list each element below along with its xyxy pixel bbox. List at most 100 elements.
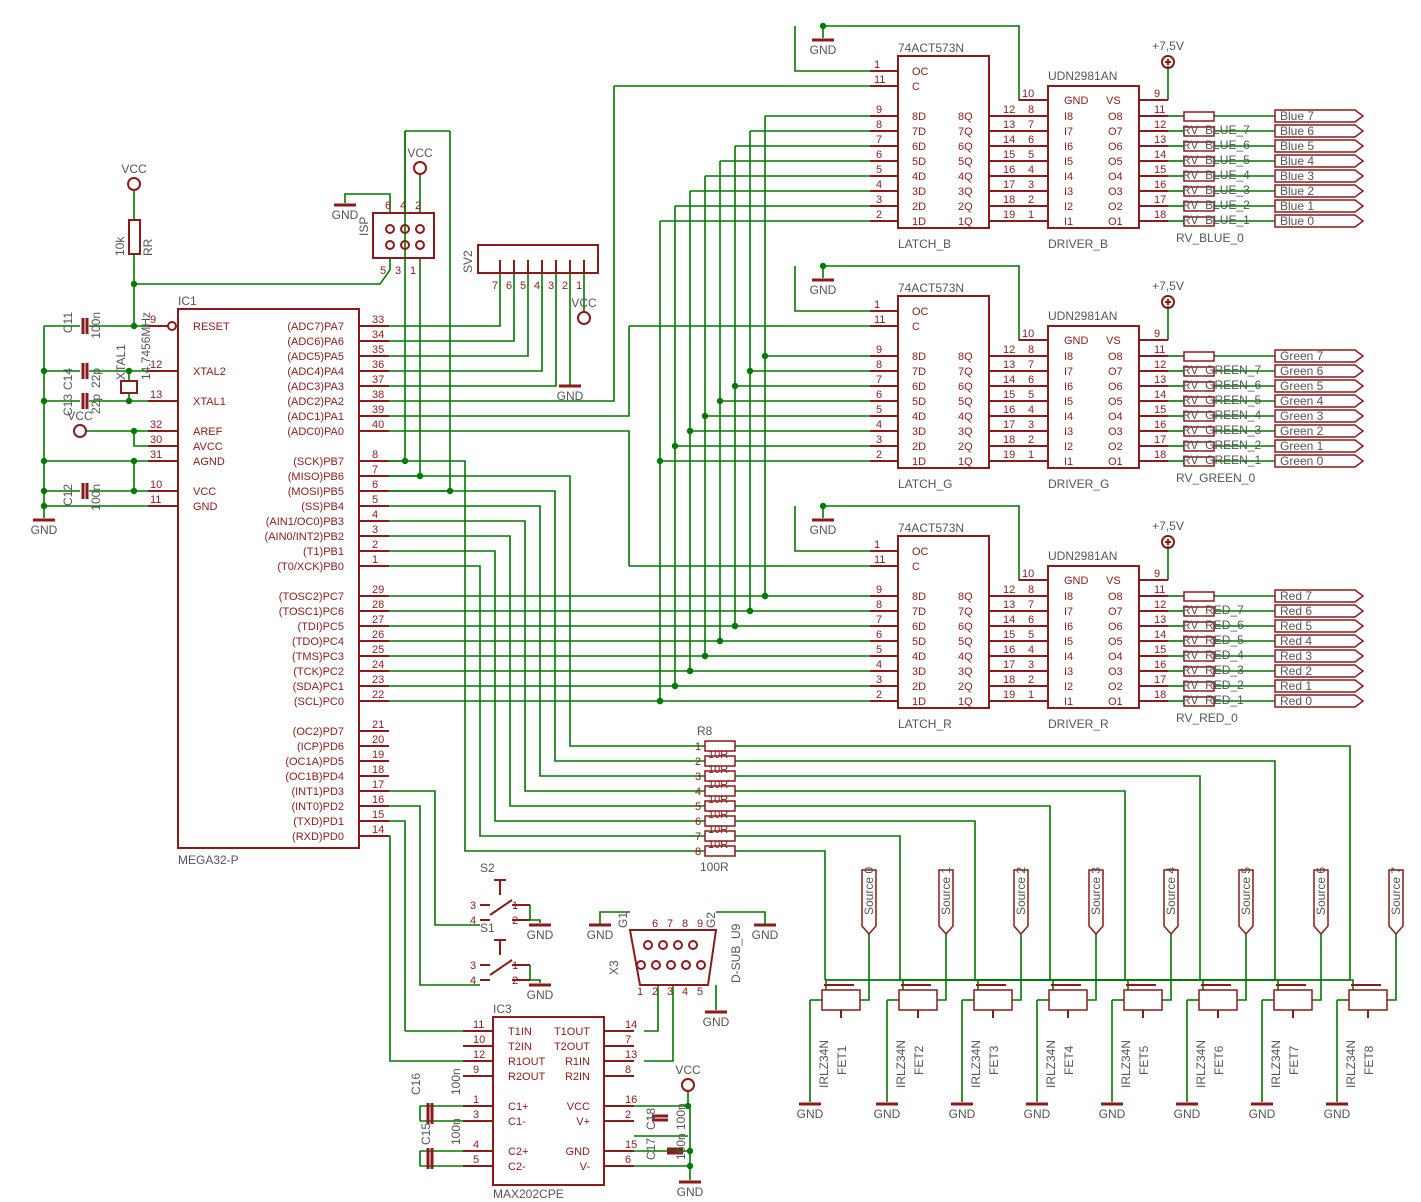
latch-pin-name: 6Q [958,141,973,153]
vcc-label: VCC [675,1063,701,1077]
latch-pin-name: 1D [912,696,926,708]
gnd-label: GND [1174,1107,1201,1121]
wire [389,273,529,357]
gnd-label: GND [527,988,554,1002]
latch-pin-name: 8Q [958,111,973,123]
switch-pin: 4 [470,975,476,987]
latch-pin-name: 6D [912,621,926,633]
mcu-pin-number: 1 [372,554,378,566]
r8-inner-label: 10R [708,839,728,851]
max-pin-num: 3 [473,1109,479,1121]
latch-pin-name: 8D [912,351,926,363]
wire [389,273,557,387]
dsub-pin-num: 4 [682,986,688,998]
max-pin-num: 11 [473,1019,484,1031]
latch-pin-name: 2Q [958,201,973,213]
latch-pin-num: 7 [876,614,882,626]
max-pin-name: GND [566,1146,591,1158]
latch-pin-num: 14 [1003,374,1015,386]
driver-pin-num: 9 [1154,88,1160,100]
driver-pin-name: O8 [1108,351,1123,363]
latch-pin-name: 1Q [958,696,973,708]
max-value: MAX202CPE [493,1187,564,1201]
fet-body [973,989,1013,1011]
mcu-pin-number: 3 [372,524,378,536]
driver-pin-name: O8 [1108,591,1123,603]
wire [389,326,630,417]
driver-pin-name: O1 [1108,696,1123,708]
gnd-label: GND [752,928,779,942]
c12-ref: C12 [61,484,75,506]
latch-pin-name: C [912,561,920,573]
c18-value: 100n [674,1103,688,1130]
driver-pin-num: 15 [1154,404,1166,416]
output-label: Red 2 [1280,664,1312,678]
vcc-label: VCC [121,162,147,176]
driver-pin-num: 6 [1028,134,1034,146]
latch-pin-num: 12 [1003,584,1015,596]
latch-pin-name: 4D [912,651,926,663]
driver-pin-name: VS [1106,335,1121,347]
output-label: Green 4 [1280,394,1324,408]
latch-pin-num: 14 [1003,614,1015,626]
mcu-pin-name: AVCC [193,441,223,453]
rv-resistor [1183,696,1215,707]
driver-pin-name: O7 [1108,126,1123,138]
wire [735,745,1351,980]
latch-pin-name: C [912,81,920,93]
driver-pin-name: O1 [1108,456,1123,468]
dsub-pin [666,960,676,970]
fet-body [1123,989,1163,1011]
gnd-label: GND [1024,1107,1051,1121]
latch-pin-name: 2D [912,201,926,213]
max-pin-name: V- [580,1161,591,1173]
latch-pin-num: 19 [1003,209,1015,221]
driver-pin-num: 7 [1028,119,1034,131]
driver-pin-num: 16 [1154,659,1166,671]
latch-pin-num: 6 [876,149,882,161]
driver-pin-num: 1 [1028,209,1034,221]
gnd-label: GND [874,1107,901,1121]
mcu-pin-name: (ADC3)PA3 [287,381,344,393]
wire [794,26,870,72]
driver-pin-num: 17 [1154,674,1166,686]
max-pin-name: VCC [567,1101,590,1113]
gnd-label: GND [1249,1107,1276,1121]
latch-pin-name: 3Q [958,666,973,678]
latch-pin-num: 18 [1003,194,1015,206]
driver-pin-name: I2 [1064,201,1073,213]
latch-pin-name: 7Q [958,366,973,378]
dsub-pin [643,940,653,950]
driver-pin-num: 11 [1154,104,1165,116]
driver-pin-name: O2 [1108,681,1123,693]
latch-pin-name: 4Q [958,411,973,423]
max-pin-num: 1 [473,1094,479,1106]
mcu-pin-number: 38 [372,389,384,401]
wire [389,535,705,807]
fet-model: IRLZ34N [1194,1040,1208,1088]
rv-array-name: RV_BLUE_0 [1176,231,1244,245]
xtal-ref: XTAL1 [114,344,128,380]
output-port [1274,124,1365,138]
latch-pin-num: 17 [1003,659,1015,671]
pullup-resistor [128,219,141,255]
wire [389,475,705,747]
rv-resistor [1183,126,1215,137]
mcu-pin-name: (TXD)PD1 [293,816,344,828]
driver-chip: UDN2981AN [1048,309,1117,323]
wire [823,505,1042,581]
latch-pin-name: 8Q [958,351,973,363]
mcu-pin-number: 39 [372,404,384,416]
mcu-pin-name: XTAL1 [193,396,226,408]
latch-pin-name: 8Q [958,591,973,603]
switch-pin: 1 [512,900,518,912]
driver-pin-num: 4 [1028,164,1034,176]
latch-pin-num: 11 [874,554,885,566]
dsub-pin [636,960,646,970]
mcu-pin-name: (INT1)PD3 [291,786,344,798]
rv-resistor [1183,426,1215,437]
driver-pin-num: 9 [1154,328,1160,340]
vcc-terminal [577,311,591,325]
driver-pin-name: O1 [1108,216,1123,228]
latch-pin-name: OC [912,66,929,78]
